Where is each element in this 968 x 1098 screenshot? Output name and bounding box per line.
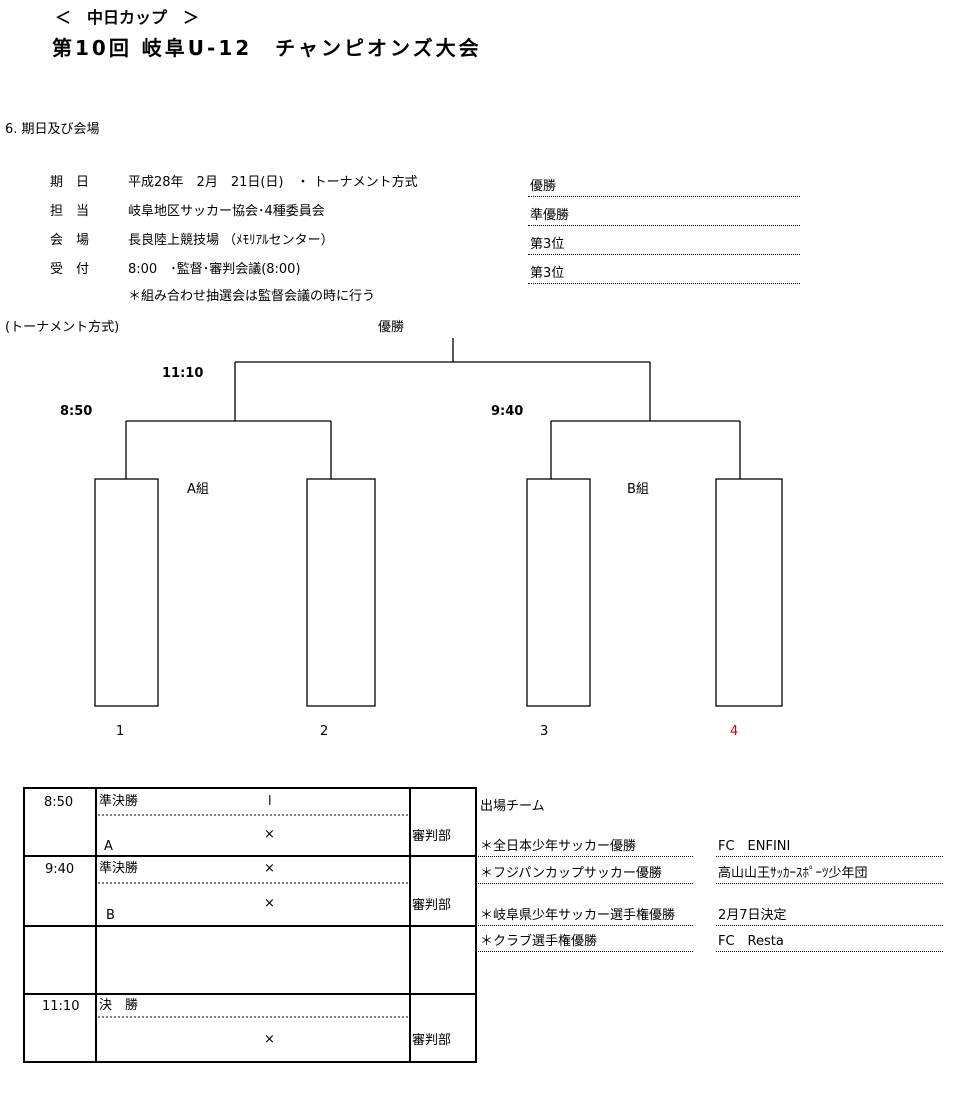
- team-qualifier: ＊全日本少年サッカー優勝: [480, 839, 637, 854]
- schedule-vs: ×: [264, 827, 275, 842]
- semi-b-time: 9:40: [491, 404, 524, 419]
- schedule-round: 決 勝: [99, 998, 139, 1013]
- group-b-label: B組: [627, 482, 649, 497]
- result-line: [528, 196, 800, 197]
- team-slot-box-3: [526, 478, 591, 707]
- result-line: [528, 225, 800, 226]
- schedule-referee: 審判部: [412, 829, 452, 844]
- result-champion: 優勝: [530, 179, 557, 194]
- result-third-2: 第3位: [530, 266, 565, 281]
- info-label-date: 期 日: [50, 175, 90, 190]
- schedule-vs: ×: [264, 896, 275, 911]
- dotted-line: [478, 925, 693, 926]
- info-label-organizer: 担 当: [50, 204, 90, 219]
- dotted-line: [716, 883, 943, 884]
- schedule-table-grid: [23, 787, 477, 1063]
- info-note: ＊組み合わせ抽選会は監督会議の時に行う: [128, 289, 376, 304]
- team-qualifier: ＊フジパンカップサッカー優勝: [480, 866, 662, 881]
- team-slot-box-1: [94, 478, 159, 707]
- schedule-round: 準決勝: [99, 861, 139, 876]
- final-time: 11:10: [162, 366, 204, 381]
- info-value-date: 平成28年 2月 21日(日) ・ トーナメント方式: [128, 175, 418, 190]
- result-line: [528, 254, 800, 255]
- team-name: FC ENFINI: [718, 839, 791, 854]
- team-name: 高山山王ｻｯｶｰｽﾎﾟｰﾂ少年団: [718, 866, 868, 881]
- group-a-label: A組: [187, 482, 209, 497]
- team-slot-box-2: [306, 478, 376, 707]
- schedule-time: 9:40: [45, 862, 75, 877]
- dotted-line: [478, 883, 693, 884]
- schedule-mark: l: [268, 794, 272, 809]
- section-heading: 6. 期日及び会場: [5, 122, 100, 137]
- info-label-venue: 会 場: [50, 233, 90, 248]
- dotted-line: [716, 925, 943, 926]
- team-slot-box-4: [715, 478, 783, 707]
- schedule-vs: ×: [264, 1032, 275, 1047]
- bracket-format-label: (トーナメント方式): [5, 320, 120, 335]
- slot-number-1: 1: [116, 724, 125, 739]
- info-value-reception: 8:00 ･監督･審判会議(8:00): [128, 262, 301, 277]
- team-name: FC Resta: [718, 934, 784, 949]
- dotted-line: [716, 856, 943, 857]
- schedule-time: 8:50: [44, 795, 74, 810]
- schedule-mark: ×: [264, 861, 275, 876]
- team-qualifier: ＊岐阜県少年サッカー選手権優勝: [480, 908, 676, 923]
- result-runner-up: 準優勝: [530, 208, 570, 223]
- event-subtitle: ＜ 中日カップ ＞: [55, 8, 200, 27]
- teams-heading: 出場チーム: [480, 799, 545, 814]
- info-value-venue: 長良陸上競技場 （ﾒﾓﾘｱﾙセンター）: [128, 233, 334, 248]
- event-title: 第10回 岐阜U-12 チャンピオンズ大会: [52, 36, 482, 60]
- info-value-organizer: 岐阜地区サッカー協会･4種委員会: [128, 204, 325, 219]
- semi-a-time: 8:50: [60, 404, 93, 419]
- result-third-1: 第3位: [530, 237, 565, 252]
- slot-number-4: 4: [730, 724, 739, 739]
- result-line: [528, 283, 800, 284]
- schedule-round: 準決勝: [99, 794, 139, 809]
- dotted-line: [716, 951, 943, 952]
- slot-number-3: 3: [540, 724, 549, 739]
- bracket-champion-label: 優勝: [378, 320, 405, 335]
- schedule-referee: 審判部: [412, 898, 452, 913]
- schedule-group: A: [104, 839, 113, 854]
- slot-number-2: 2: [320, 724, 329, 739]
- schedule-time: 11:10: [42, 999, 80, 1014]
- team-qualifier: ＊クラブ選手権優勝: [480, 934, 598, 949]
- dotted-line: [478, 951, 693, 952]
- team-name: 2月7日決定: [718, 908, 787, 923]
- schedule-referee: 審判部: [412, 1033, 452, 1048]
- info-label-reception: 受 付: [50, 262, 90, 277]
- dotted-line: [478, 856, 693, 857]
- schedule-group: B: [106, 908, 115, 923]
